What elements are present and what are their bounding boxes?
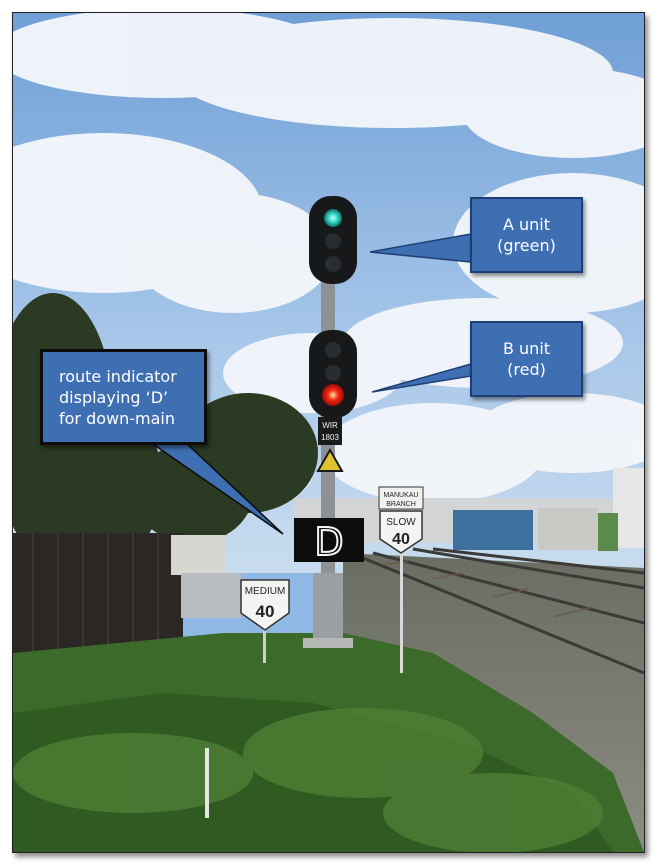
branch-sign-line1: MANUKAU [383, 492, 418, 499]
callout-route-line1: route indicator [59, 366, 177, 386]
callout-b-unit-line2: (red) [507, 360, 546, 379]
shed [171, 535, 225, 575]
route-indicator-letter: D [314, 520, 343, 564]
route-indicator [294, 518, 364, 562]
branch-sign [378, 486, 424, 510]
callout-a-unit-line2: (green) [497, 236, 556, 255]
yellow-triangle-marker [316, 447, 344, 472]
branch-sign-line2: BRANCH [386, 501, 416, 508]
callout-route-line2: displaying ‘D’ [59, 387, 169, 407]
signal-plate-line2: 1803 [321, 433, 339, 442]
red-lamp [322, 384, 344, 406]
callout-b-unit: B unit (red) [470, 321, 583, 397]
signal-plate [318, 417, 342, 445]
green-lamp [324, 209, 342, 227]
signal-plate-line1: WIR [322, 421, 338, 430]
slow-40-sign [379, 510, 423, 554]
callout-a-unit-line1: A unit [502, 215, 551, 234]
callout-b-unit-line1: B unit [502, 339, 551, 358]
callout-a-unit: A unit (green) [470, 197, 583, 273]
callout-route-indicator: route indicator displaying ‘D’ for down-… [40, 349, 207, 445]
railway-tracks [362, 547, 644, 675]
medium-sign-speed: 40 [256, 602, 275, 621]
railway-signal-photo: WIR 1803 D MANUKAU BRANCH SLOW 40 MEDIUM… [13, 13, 644, 852]
slow-sign-speed: 40 [392, 531, 410, 548]
medium-sign-word: MEDIUM [245, 586, 286, 597]
callout-route-line3: for down-main [59, 408, 176, 428]
photo-frame: WIR 1803 D MANUKAU BRANCH SLOW 40 MEDIUM… [12, 12, 645, 853]
medium-40-sign [240, 579, 290, 631]
slow-sign-word: SLOW [386, 517, 416, 528]
